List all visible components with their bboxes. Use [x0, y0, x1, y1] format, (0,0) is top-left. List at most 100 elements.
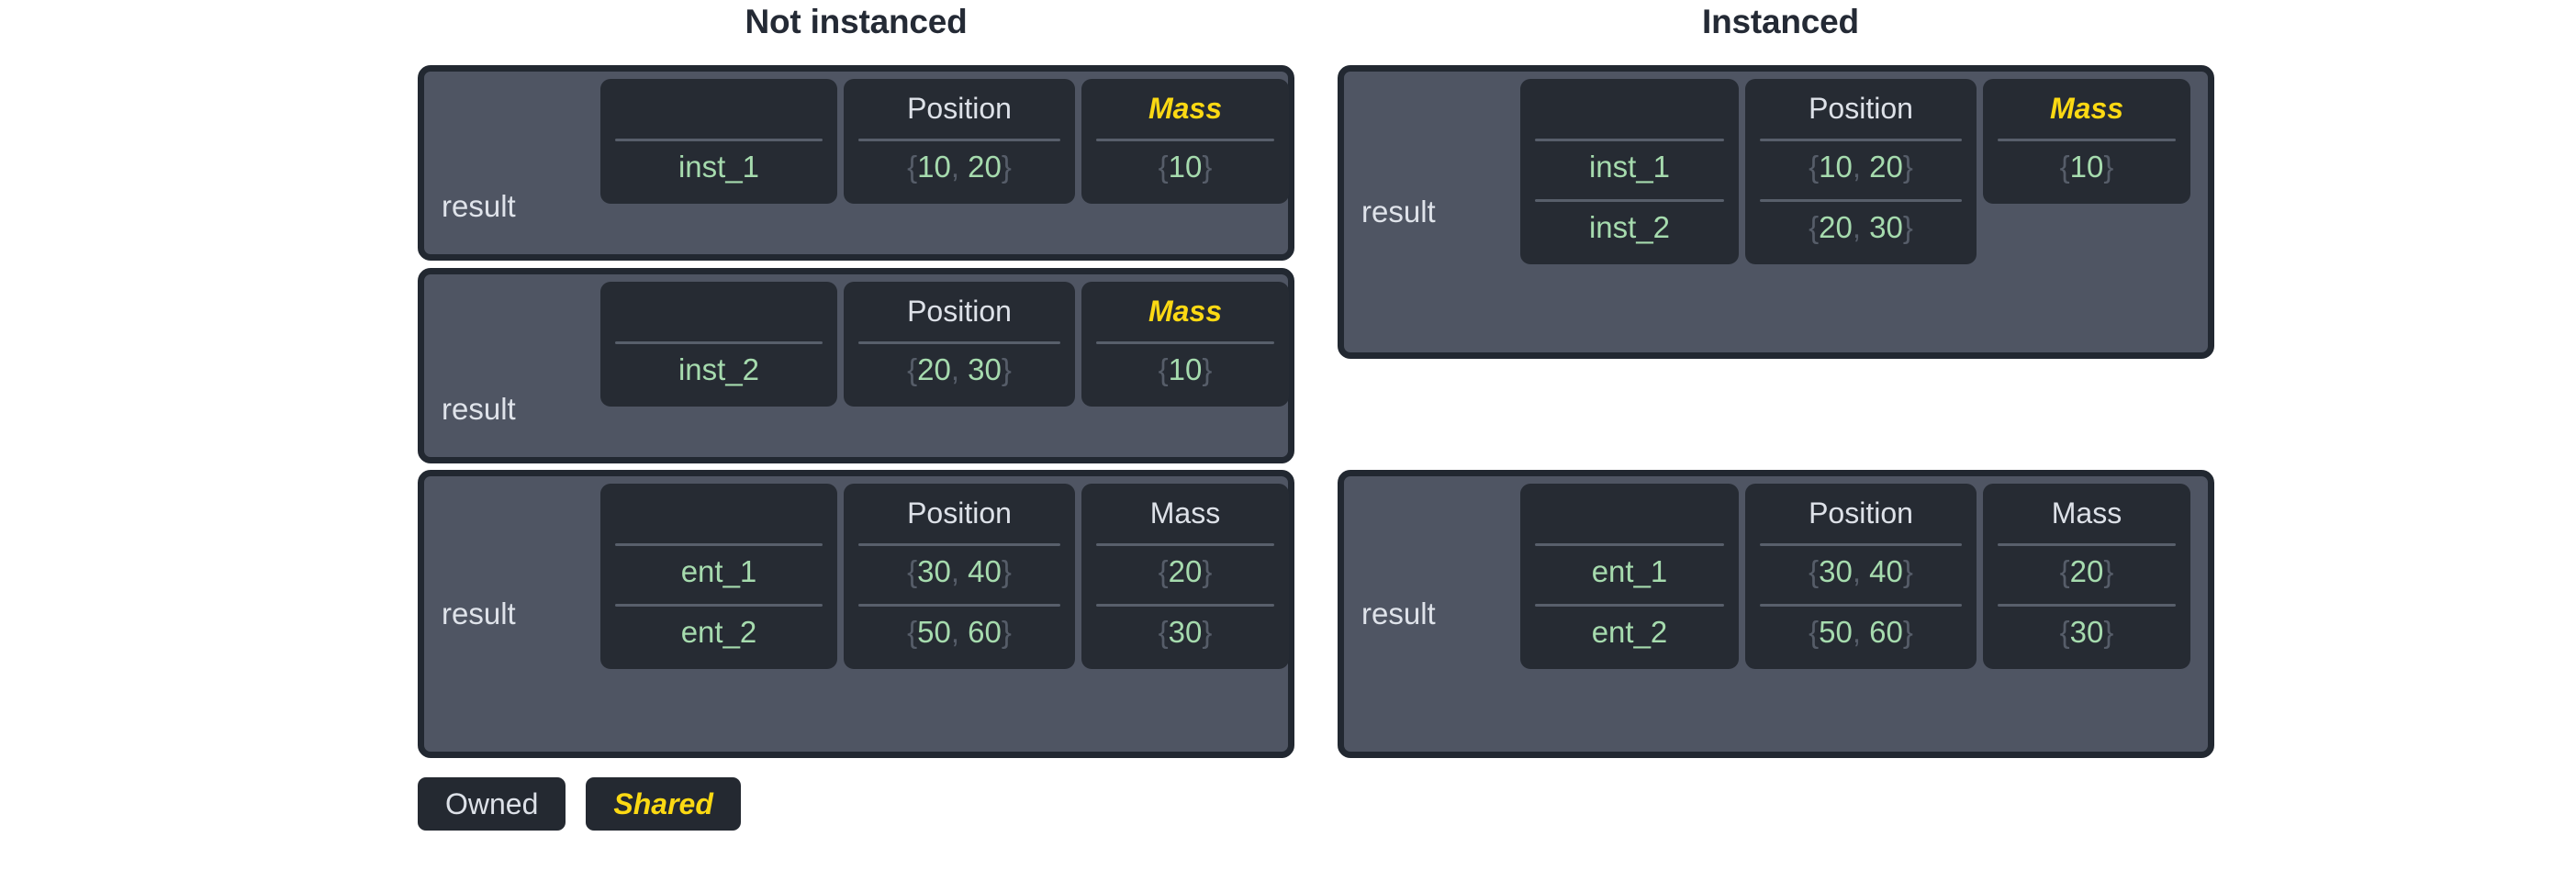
- header-rule: [615, 543, 823, 546]
- cell-mass: {30}: [1158, 615, 1213, 649]
- column-mass: Mass {20} {30}: [1983, 484, 2190, 669]
- column-header-mass: Mass: [2051, 496, 2122, 530]
- cell-name: ent_2: [1591, 615, 1668, 649]
- column-name: inst_1 inst_2: [1520, 79, 1739, 264]
- legend: Owned Shared: [418, 777, 741, 831]
- cell-mass: {20}: [2059, 554, 2114, 588]
- panel-row-label: result: [424, 274, 600, 457]
- result-label: result: [442, 597, 516, 630]
- header-rule: [615, 341, 823, 344]
- header-rule: [1535, 139, 1724, 141]
- cell-mass: {10}: [1158, 352, 1213, 386]
- result-label: result: [1361, 195, 1436, 229]
- legend-chip-owned: Owned: [418, 777, 566, 831]
- legend-label-owned: Owned: [445, 786, 539, 820]
- row-rule: [1998, 604, 2176, 607]
- column-name: inst_2: [600, 282, 837, 407]
- column-name: ent_1 ent_2: [1520, 484, 1739, 669]
- cell-position: {30, 40}: [1809, 554, 1913, 588]
- column-header-name: [600, 287, 837, 335]
- row-rule: [1760, 199, 1962, 202]
- header-rule: [858, 543, 1060, 546]
- row-rule: [858, 604, 1060, 607]
- result-label: result: [1361, 597, 1436, 630]
- cell-name: inst_2: [1588, 210, 1671, 244]
- heading-instanced: Instanced: [1702, 3, 1859, 40]
- column-group: inst_1 Position {10, 20} Mass {10}: [600, 72, 1296, 254]
- cell-position: {50, 60}: [1809, 615, 1913, 649]
- cell-position: {30, 40}: [907, 554, 1012, 588]
- column-position: Position {10, 20}: [844, 79, 1075, 204]
- cell-position: {50, 60}: [907, 615, 1012, 649]
- column-mass: Mass {10}: [1081, 79, 1289, 204]
- column-group: ent_1 ent_2 Position {30, 40} {50, 60} M…: [600, 476, 1296, 752]
- column-header-mass: Mass: [2049, 92, 2124, 125]
- panel-row-label: result: [424, 72, 600, 254]
- column-group: inst_1 inst_2 Position {10, 20} {20, 30}…: [1520, 72, 2208, 352]
- cell-position: {20, 30}: [1809, 210, 1913, 244]
- cell-mass-shared: {10}: [2059, 150, 2114, 184]
- legend-label-shared: Shared: [613, 786, 713, 820]
- header-rule: [858, 139, 1060, 141]
- result-label: result: [442, 189, 516, 223]
- panel-instanced-2: result ent_1 ent_2 Position {30, 40} {50…: [1338, 470, 2214, 758]
- column-name: inst_1: [600, 79, 837, 204]
- panel-not-instanced-2: result inst_2 Position {20, 30} Mass {10…: [418, 268, 1294, 463]
- cell-name: ent_1: [680, 554, 757, 588]
- header-rule: [1535, 543, 1724, 546]
- header-rule: [858, 341, 1060, 344]
- cell-name: ent_1: [1591, 554, 1668, 588]
- header-rule: [1998, 543, 2176, 546]
- row-rule: [1096, 604, 1274, 607]
- column-mass-shared: Mass {10}: [1983, 79, 2190, 204]
- column-mass: Mass {10}: [1081, 282, 1289, 407]
- header-rule: [1760, 139, 1962, 141]
- cell-mass: {10}: [1158, 150, 1213, 184]
- header-rule: [1096, 139, 1274, 141]
- column-position: Position {20, 30}: [844, 282, 1075, 407]
- cell-position: {10, 20}: [907, 150, 1012, 184]
- column-header-position: Position: [1809, 92, 1913, 125]
- column-mass: Mass {20} {30}: [1081, 484, 1289, 669]
- row-rule: [1535, 604, 1724, 607]
- panel-not-instanced-1: result inst_1 Position {10, 20} Mass {10…: [418, 65, 1294, 261]
- cell-position: {10, 20}: [1809, 150, 1913, 184]
- panel-row-label: result: [1344, 476, 1520, 752]
- column-header-mass: Mass: [1148, 295, 1223, 328]
- header-rule: [1998, 139, 2176, 141]
- panel-row-label: result: [1344, 72, 1520, 352]
- column-position: Position {30, 40} {50, 60}: [844, 484, 1075, 669]
- column-header-name: [1520, 489, 1739, 537]
- cell-name: inst_2: [678, 352, 760, 386]
- column-header-position: Position: [907, 92, 1012, 125]
- row-rule: [1760, 604, 1962, 607]
- header-rule: [1096, 543, 1274, 546]
- column-group: inst_2 Position {20, 30} Mass {10}: [600, 274, 1296, 457]
- column-header-position: Position: [1809, 496, 1913, 530]
- header-rule: [1760, 543, 1962, 546]
- cell-mass: {30}: [2059, 615, 2114, 649]
- column-header-position: Position: [907, 496, 1012, 530]
- cell-mass: {20}: [1158, 554, 1213, 588]
- column-header-mass: Mass: [1149, 496, 1221, 530]
- cell-name: inst_1: [678, 150, 760, 184]
- panel-not-instanced-3: result ent_1 ent_2 Position {30, 40} {50…: [418, 470, 1294, 758]
- column-header-position: Position: [907, 295, 1012, 328]
- column-header-name: [1520, 84, 1739, 132]
- column-name: ent_1 ent_2: [600, 484, 837, 669]
- column-group: ent_1 ent_2 Position {30, 40} {50, 60} M…: [1520, 476, 2208, 752]
- panel-instanced-1: result inst_1 inst_2 Position {10, 20} {…: [1338, 65, 2214, 359]
- column-header-mass: Mass: [1148, 92, 1223, 125]
- legend-chip-shared: Shared: [586, 777, 741, 831]
- cell-position: {20, 30}: [907, 352, 1012, 386]
- panel-row-label: result: [424, 476, 600, 752]
- column-position: Position {10, 20} {20, 30}: [1745, 79, 1977, 264]
- row-rule: [1535, 199, 1724, 202]
- cell-name: ent_2: [680, 615, 757, 649]
- header-rule: [1096, 341, 1274, 344]
- column-header-name: [600, 84, 837, 132]
- column-position: Position {30, 40} {50, 60}: [1745, 484, 1977, 669]
- row-rule: [615, 604, 823, 607]
- header-rule: [615, 139, 823, 141]
- result-label: result: [442, 392, 516, 426]
